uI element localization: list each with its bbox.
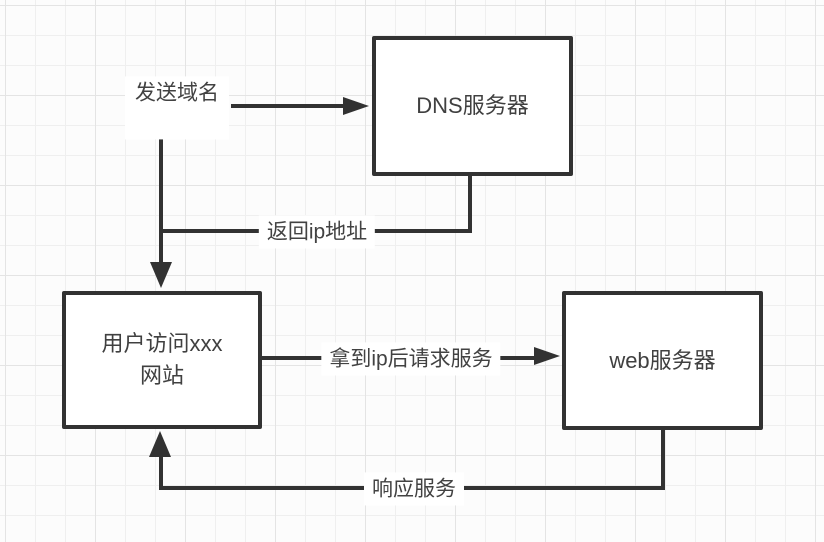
node-dns-server-label: DNS服务器 (416, 93, 529, 119)
node-user: 用户访问xxx 网站 (62, 291, 262, 429)
arrowhead-up-icon (149, 431, 171, 457)
edge-label-return-ip: 返回ip地址 (258, 215, 376, 249)
edge-send-domain-line (231, 104, 345, 108)
node-user-label-line1: 用户访问xxx (101, 331, 223, 357)
edge-response-vertical-line-web (661, 430, 665, 490)
edge-label-request-service: 拿到ip后请求服务 (321, 342, 501, 376)
edge-label-send-domain: 发送域名 (125, 76, 229, 140)
edge-send-domain-vertical-line (159, 138, 163, 264)
arrowhead-right-icon (534, 347, 560, 365)
edge-return-ip-vertical-line (468, 176, 472, 233)
arrowhead-right-icon (343, 97, 369, 115)
node-web-server-label: web服务器 (609, 347, 716, 373)
node-dns-server: DNS服务器 (372, 36, 573, 176)
edge-response-vertical-line-user (159, 455, 163, 488)
node-web-server: web服务器 (562, 291, 763, 430)
edge-label-response-service: 响应服务 (364, 472, 464, 506)
node-user-label-line2: 网站 (139, 363, 184, 388)
arrowhead-down-icon (150, 262, 172, 288)
